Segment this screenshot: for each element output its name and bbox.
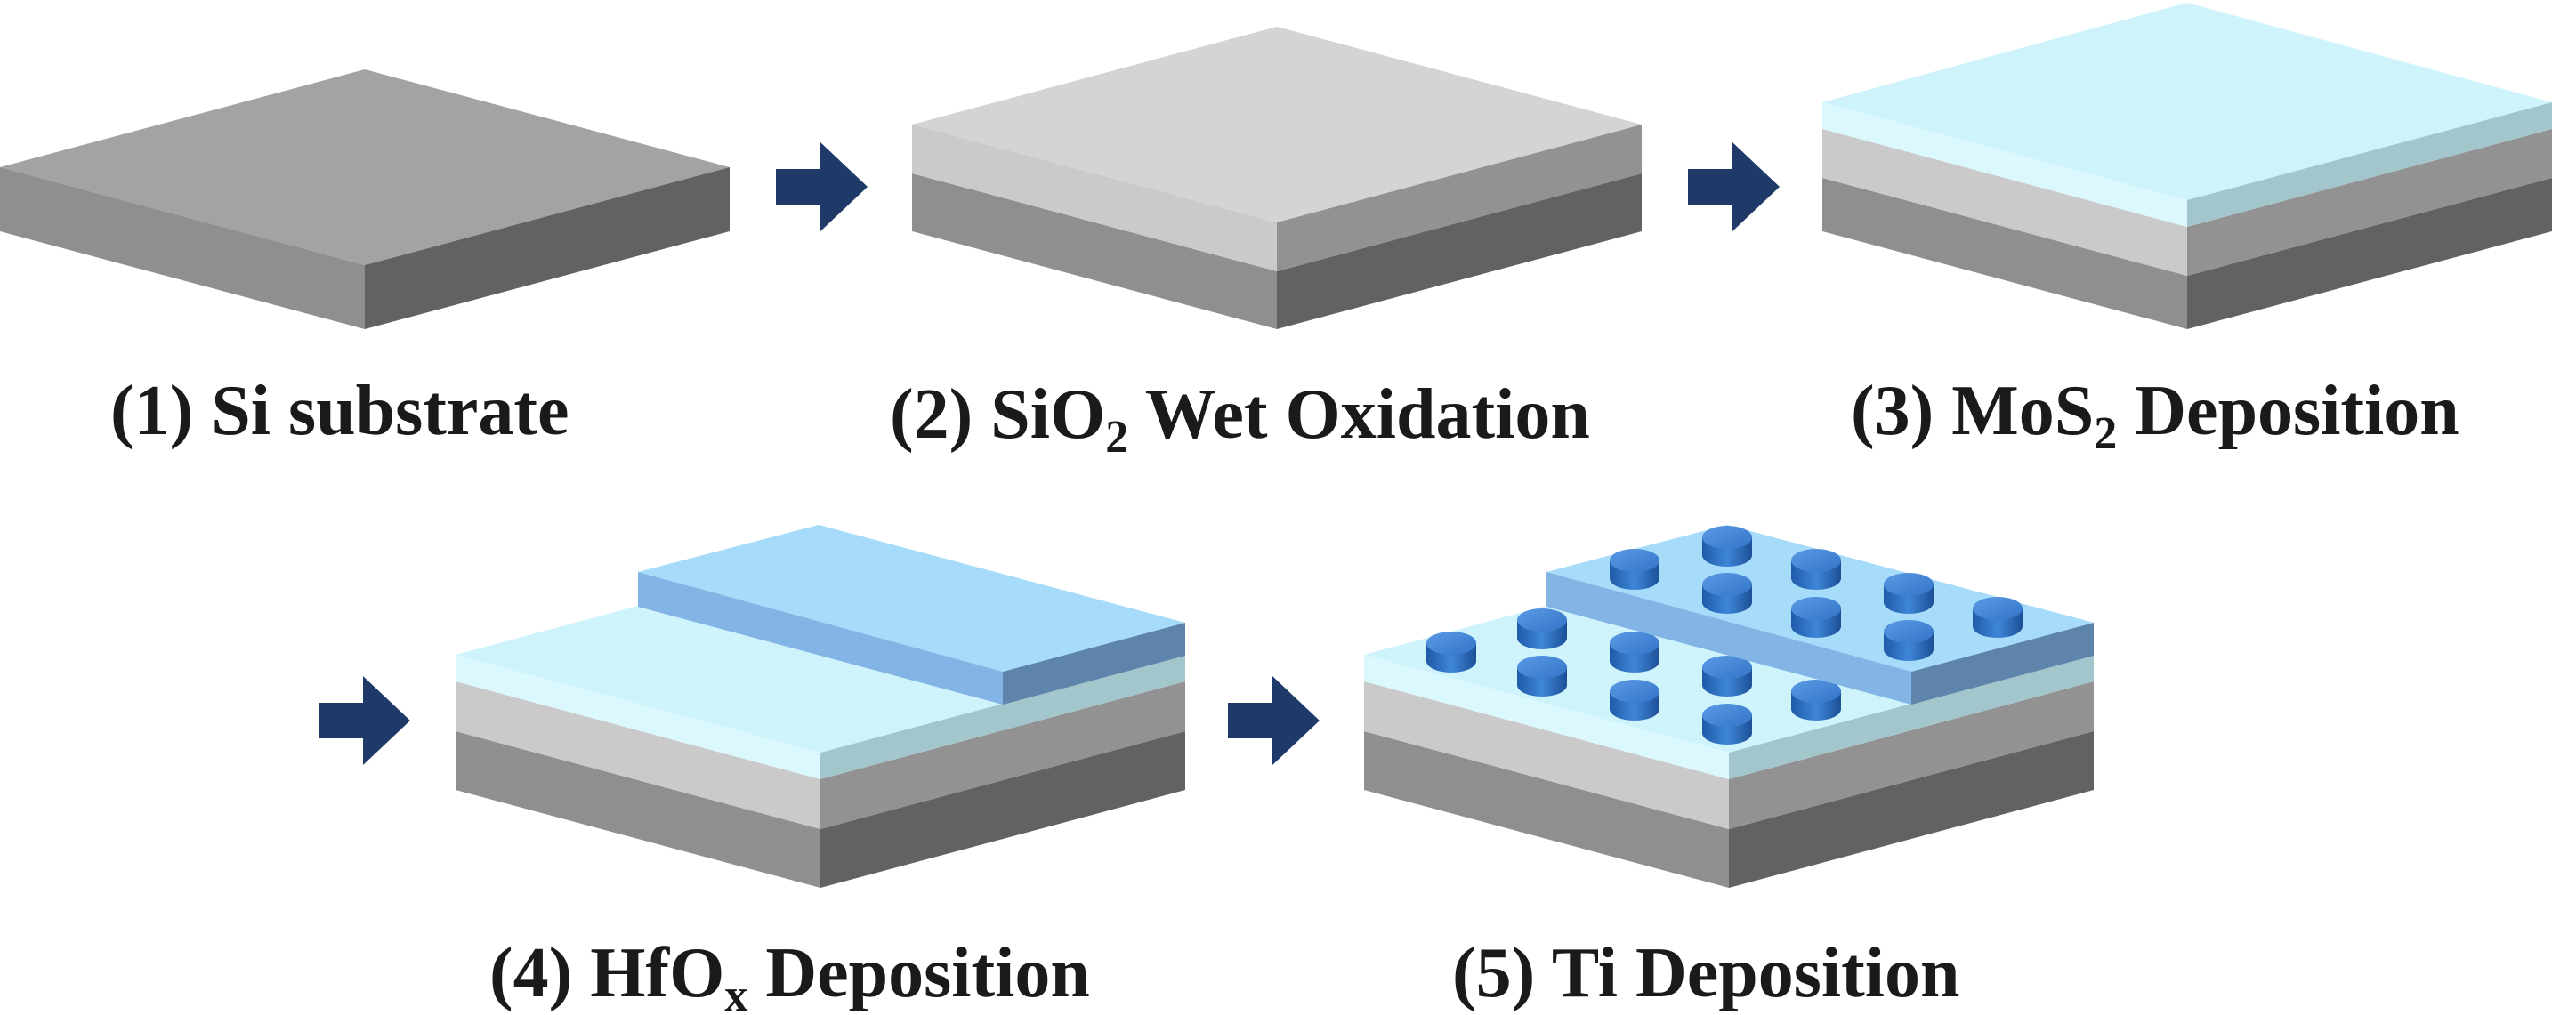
arrow-right-icon [1688,142,1780,231]
si-right-face [1277,173,1642,329]
si-right-face [2187,178,2552,329]
sio2-right-face [1277,125,1642,271]
si-left-face [912,173,1277,329]
sio2-left-face [456,681,820,829]
arrow-right-icon [1228,676,1320,765]
step-5-label: (5) Ti Deposition [1452,934,1959,1012]
step-5-stack [1364,525,2094,888]
hfox-top-face [638,525,1185,672]
hfox-right-face [1003,623,1185,705]
si-left-face [1822,178,2187,329]
step-3-label: (3) MoS2 Deposition [1851,372,2459,459]
arrow-right-icon [776,142,868,231]
ti-electrode [1517,608,1567,649]
mos2-left-face [456,655,820,779]
step-2-label: (2) SiO2 Wet Oxidation [890,375,1590,463]
ti-electrode [1791,549,1841,590]
si-right-face [1729,731,2094,888]
step-1-stack [0,69,730,329]
step-4-stack [456,525,1185,888]
ti-electrode [1884,573,1934,614]
ti-electrode [1702,656,1752,697]
ti-electrode [1973,597,2023,638]
hfox-right-face [1911,623,2094,705]
arrow-right-icon [319,676,410,765]
ti-electrode [1702,573,1752,614]
step-2-stack [912,27,1642,329]
si-left-face [456,731,820,888]
si-left-face [1364,731,1729,888]
ti-electrode [1884,620,1934,661]
hfox-left-face [638,572,1003,705]
mos2-right-face [2187,102,2552,227]
ti-electrode [1702,526,1752,567]
ti-electrode [1426,632,1476,673]
arrow-4 [1228,676,1320,765]
step-4-label: (4) HfOx Deposition [489,934,1090,1015]
mos2-right-face [820,655,1185,779]
step-1-label: (1) Si substrate [110,372,569,450]
arrow-2 [1688,142,1780,231]
ti-electrodes-on-hfox [1610,526,2023,661]
ti-electrode [1791,680,1841,721]
ti-electrode [1702,704,1752,745]
arrow-3 [319,676,410,765]
si-right-face [365,167,730,329]
ti-electrode [1610,549,1659,590]
mos2-top-face [1822,3,2552,200]
hfox-left-face [1546,572,1911,705]
sio2-left-face [912,125,1277,271]
si-left-face [0,167,365,329]
mos2-left-face [1364,655,1729,779]
ti-electrode [1791,597,1841,638]
sio2-left-face [1364,681,1729,829]
ti-electrode [1517,656,1567,697]
sio2-right-face [2187,129,2552,276]
ti-electrode [1610,680,1659,721]
mos2-left-face [1822,102,2187,227]
step-3-stack [1822,3,2552,329]
sio2-right-face [820,681,1185,829]
sio2-left-face [1822,129,2187,276]
sio2-right-face [1729,681,2094,829]
arrow-1 [776,142,868,231]
ti-electrode [1610,632,1659,673]
mos2-right-face [1729,655,2094,779]
si-right-face [820,731,1185,888]
ti-electrodes-on-mos2 [1426,608,1841,745]
